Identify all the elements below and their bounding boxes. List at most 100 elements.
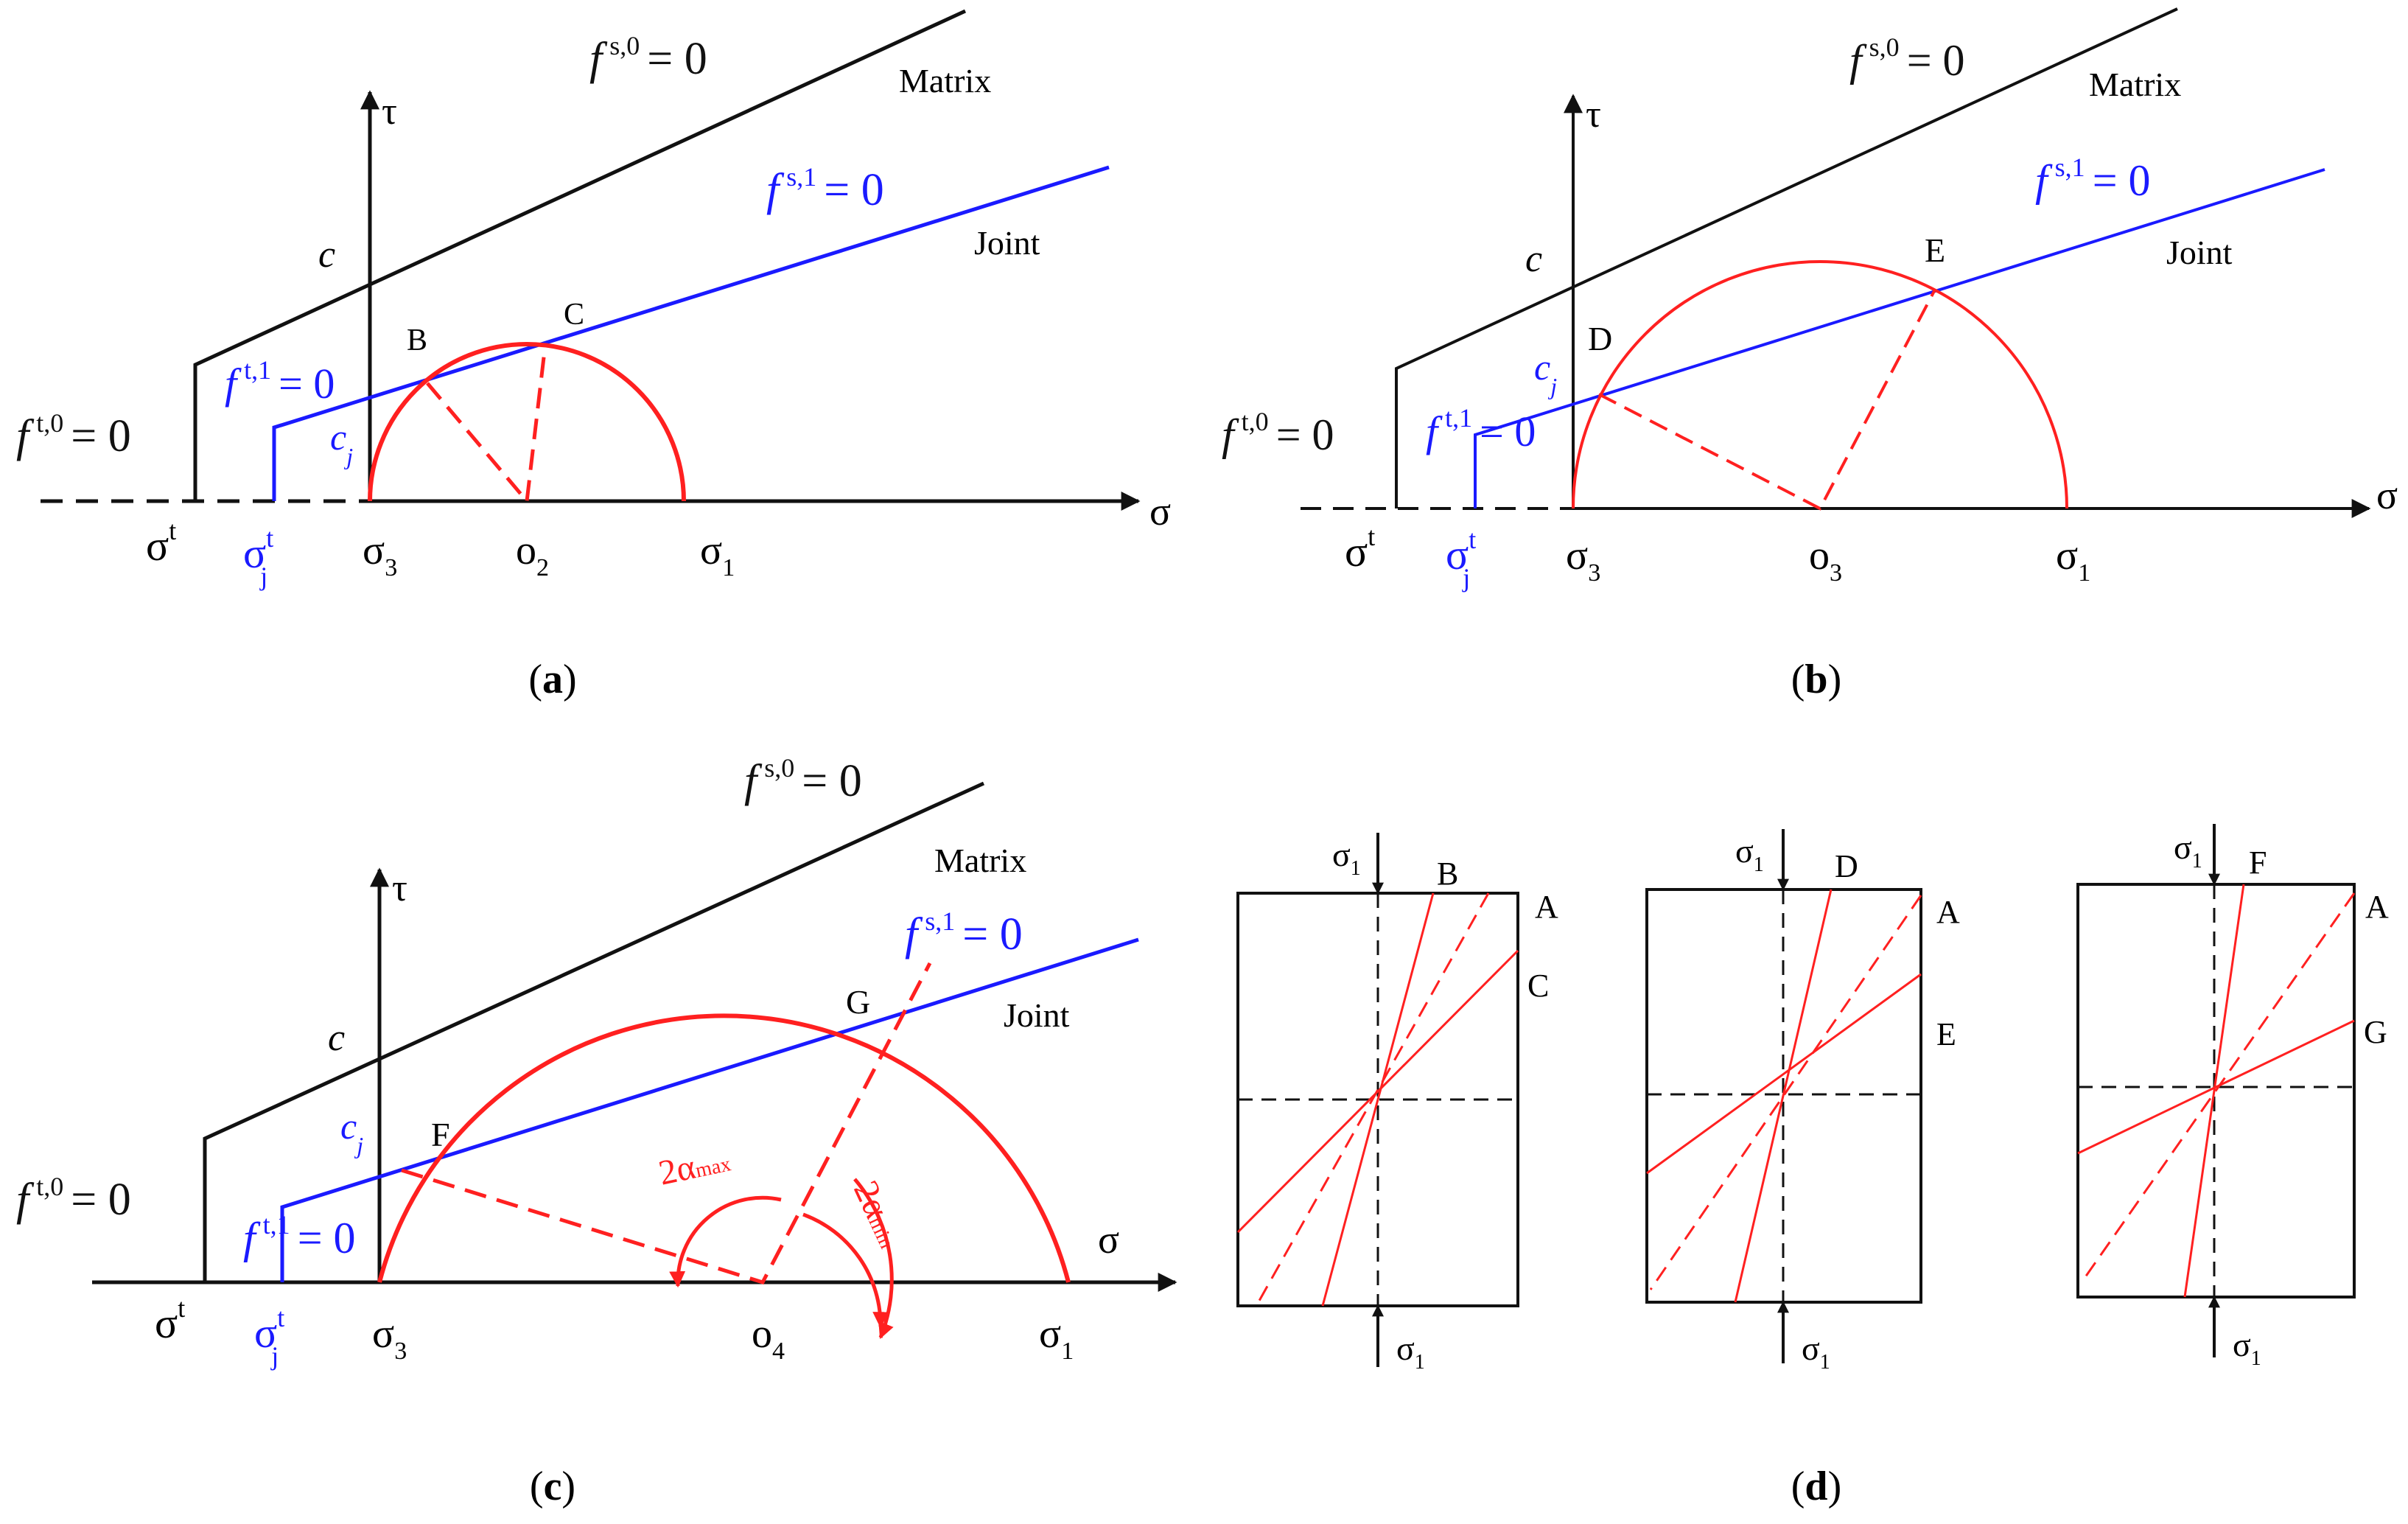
- sigma-axis-label: σ: [2376, 473, 2398, 517]
- specimen-1: σ1 σ1 B A C: [1236, 833, 1558, 1374]
- label-d: D: [1835, 848, 1858, 884]
- label-g: G: [2364, 1014, 2387, 1050]
- sigma3-label: σ3: [372, 1311, 407, 1365]
- sigma-t-label: σt: [146, 516, 176, 570]
- point-g-label: G: [846, 983, 870, 1021]
- sigma-t-label: σt: [155, 1293, 185, 1347]
- mohr-circle: [368, 342, 686, 502]
- matrix-envelope: [1395, 7, 2178, 508]
- point-d-label: D: [1588, 320, 1612, 357]
- sigma1-bottom-label: σ1: [1802, 1329, 1830, 1374]
- panel-d: σ1 σ1 B A C σ1 σ1 D A E: [1236, 824, 2389, 1509]
- caption-d: (d): [1791, 1464, 1841, 1509]
- matrix-envelope: [203, 781, 985, 1282]
- tau-label: τ: [392, 867, 407, 909]
- radius-lines: [426, 344, 547, 506]
- sigma1-top-label: σ1: [1332, 836, 1361, 880]
- specimen-3: σ1 σ1 F A G: [2076, 824, 2389, 1370]
- matrix-label: Matrix: [2089, 66, 2181, 103]
- center-o2-label: o2: [516, 528, 549, 581]
- sigma1-label: σ1: [2056, 533, 2090, 587]
- label-b: B: [1437, 856, 1458, 892]
- label-c: C: [1527, 968, 1549, 1004]
- joint-line-c: [1236, 949, 1519, 1234]
- sigma1-top-label: σ1: [2174, 828, 2202, 873]
- matrix-label: Matrix: [934, 842, 1026, 879]
- c-label: c: [1525, 238, 1542, 280]
- joint-line-e: [1646, 973, 1922, 1175]
- matrix-label: Matrix: [899, 62, 991, 99]
- cj-label: cj: [330, 416, 353, 469]
- diagonal-line-a: [2080, 892, 2356, 1283]
- alpha-min-arc-outer: [853, 1178, 894, 1340]
- point-c-label: C: [564, 298, 584, 332]
- joint-envelope: [1474, 168, 2325, 508]
- diagonal-line-a: [1255, 892, 1490, 1307]
- sigma1-top-label: σ1: [1735, 832, 1764, 876]
- joint-label: Joint: [2166, 234, 2233, 271]
- mohr-circle: [1572, 260, 2068, 509]
- c-label: c: [318, 234, 335, 276]
- sigma-axis-label: σ: [1149, 489, 1171, 534]
- sigma1-bottom-label: σ1: [2233, 1326, 2261, 1370]
- point-e-label: E: [1925, 231, 1945, 269]
- alpha-min-label: 2αmin: [846, 1175, 910, 1253]
- tau-label: τ: [1586, 94, 1601, 136]
- cj-label: cj: [1534, 346, 1557, 399]
- sigma-t-label: σt: [1345, 522, 1375, 576]
- sigma3-label: σ3: [363, 528, 397, 581]
- joint-line-b: [1321, 892, 1435, 1307]
- mohr-circle: [377, 1013, 1071, 1283]
- sigma1-bottom-label: σ1: [1396, 1329, 1425, 1374]
- joint-line-g: [2077, 1019, 2355, 1155]
- center-o3-label: o3: [1809, 533, 1842, 587]
- caption-a: (a): [528, 657, 576, 702]
- sigma3-label: σ3: [1566, 533, 1600, 587]
- c-label: c: [328, 1017, 345, 1059]
- matrix-envelope: [193, 9, 967, 501]
- joint-label: Joint: [974, 224, 1040, 262]
- center-o4-label: o4: [752, 1311, 785, 1365]
- sigma1-label: σ1: [1039, 1311, 1074, 1365]
- alpha-max-label: 2αmax: [655, 1140, 733, 1193]
- specimen-2: σ1 σ1 D A E: [1645, 829, 1960, 1374]
- label-a: A: [1535, 889, 1558, 925]
- radius-lines: [1598, 290, 1936, 511]
- cj-label: cj: [340, 1105, 363, 1158]
- radius-lines: [401, 962, 932, 1285]
- joint-line-f: [2183, 884, 2245, 1298]
- tau-label: τ: [382, 91, 397, 133]
- label-f: F: [2249, 845, 2267, 881]
- sigma-axis-label: σ: [1098, 1217, 1119, 1262]
- alpha-min-arc: [802, 1212, 889, 1329]
- point-b-label: B: [407, 324, 427, 357]
- joint-line-d: [1734, 889, 1833, 1303]
- diagonal-line-a: [1649, 895, 1922, 1290]
- alpha-max-arc: [669, 1195, 782, 1288]
- sigma1-label: σ1: [700, 528, 735, 581]
- joint-envelope: [272, 165, 1110, 501]
- caption-c: (c): [530, 1464, 575, 1509]
- label-e: E: [1936, 1016, 1956, 1052]
- joint-envelope: [280, 937, 1139, 1282]
- label-a: A: [2365, 889, 2389, 925]
- label-a: A: [1936, 894, 1960, 930]
